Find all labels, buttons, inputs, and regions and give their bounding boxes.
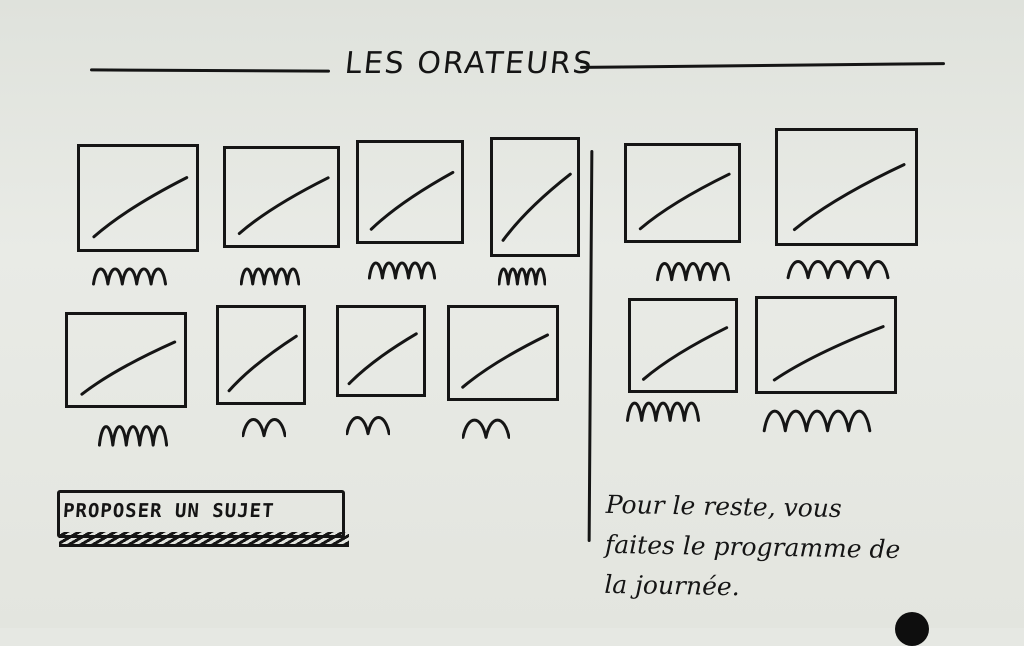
speaker-photo-placeholder [490, 137, 580, 257]
speaker-name-scribble [346, 410, 390, 438]
propose-topic-button[interactable]: PROPOSER UN SUJET [53, 488, 349, 548]
image-placeholder-icon [778, 131, 915, 243]
speaker-name-scribble [368, 256, 436, 282]
speaker-name-scribble [762, 402, 872, 436]
speaker-photo-placeholder [216, 305, 306, 405]
speaker-photo-placeholder [775, 128, 918, 246]
note-line-2: faites le programme de [604, 529, 901, 565]
section-header: LES ORATEURS [0, 40, 1024, 90]
speaker-name-scribble [92, 262, 167, 288]
image-placeholder-icon [226, 149, 337, 245]
speaker-name-scribble [98, 418, 168, 450]
note-line-3: la journée. [604, 569, 740, 602]
speaker-photo-placeholder [336, 305, 426, 397]
speaker-photo-placeholder [624, 143, 741, 243]
speaker-name-scribble [240, 262, 300, 288]
image-placeholder-icon [627, 146, 738, 240]
image-placeholder-icon [493, 140, 577, 254]
speaker-name-scribble [626, 395, 700, 425]
image-placeholder-icon [68, 315, 184, 405]
image-placeholder-icon [450, 308, 556, 398]
speaker-name-scribble [242, 412, 286, 440]
image-placeholder-icon [758, 299, 894, 391]
speaker-name-scribble [656, 256, 730, 284]
propose-topic-label: PROPOSER UN SUJET [62, 500, 276, 522]
speaker-photo-placeholder [447, 305, 559, 401]
image-placeholder-icon [80, 147, 196, 249]
program-note: Pour le reste, vous faites le programme … [604, 485, 966, 611]
ink-dot [895, 612, 929, 646]
image-placeholder-icon [339, 308, 423, 394]
image-placeholder-icon [631, 301, 735, 390]
speaker-name-scribble [786, 254, 890, 282]
title-rule-left [89, 68, 331, 73]
note-line-1: Pour le reste, vous [605, 489, 842, 523]
speaker-name-scribble [498, 262, 546, 288]
speaker-photo-placeholder [356, 140, 464, 244]
speaker-photo-placeholder [755, 296, 897, 394]
image-placeholder-icon [219, 308, 303, 402]
speaker-photo-placeholder [223, 146, 340, 248]
button-frame [57, 490, 345, 538]
title-rule-right [579, 62, 946, 69]
speaker-photo-placeholder [628, 298, 738, 393]
speaker-photo-placeholder [65, 312, 187, 408]
image-placeholder-icon [359, 143, 461, 241]
speaker-photo-placeholder [77, 144, 199, 252]
page-title: LES ORATEURS [343, 46, 596, 81]
speaker-name-scribble [462, 412, 510, 442]
